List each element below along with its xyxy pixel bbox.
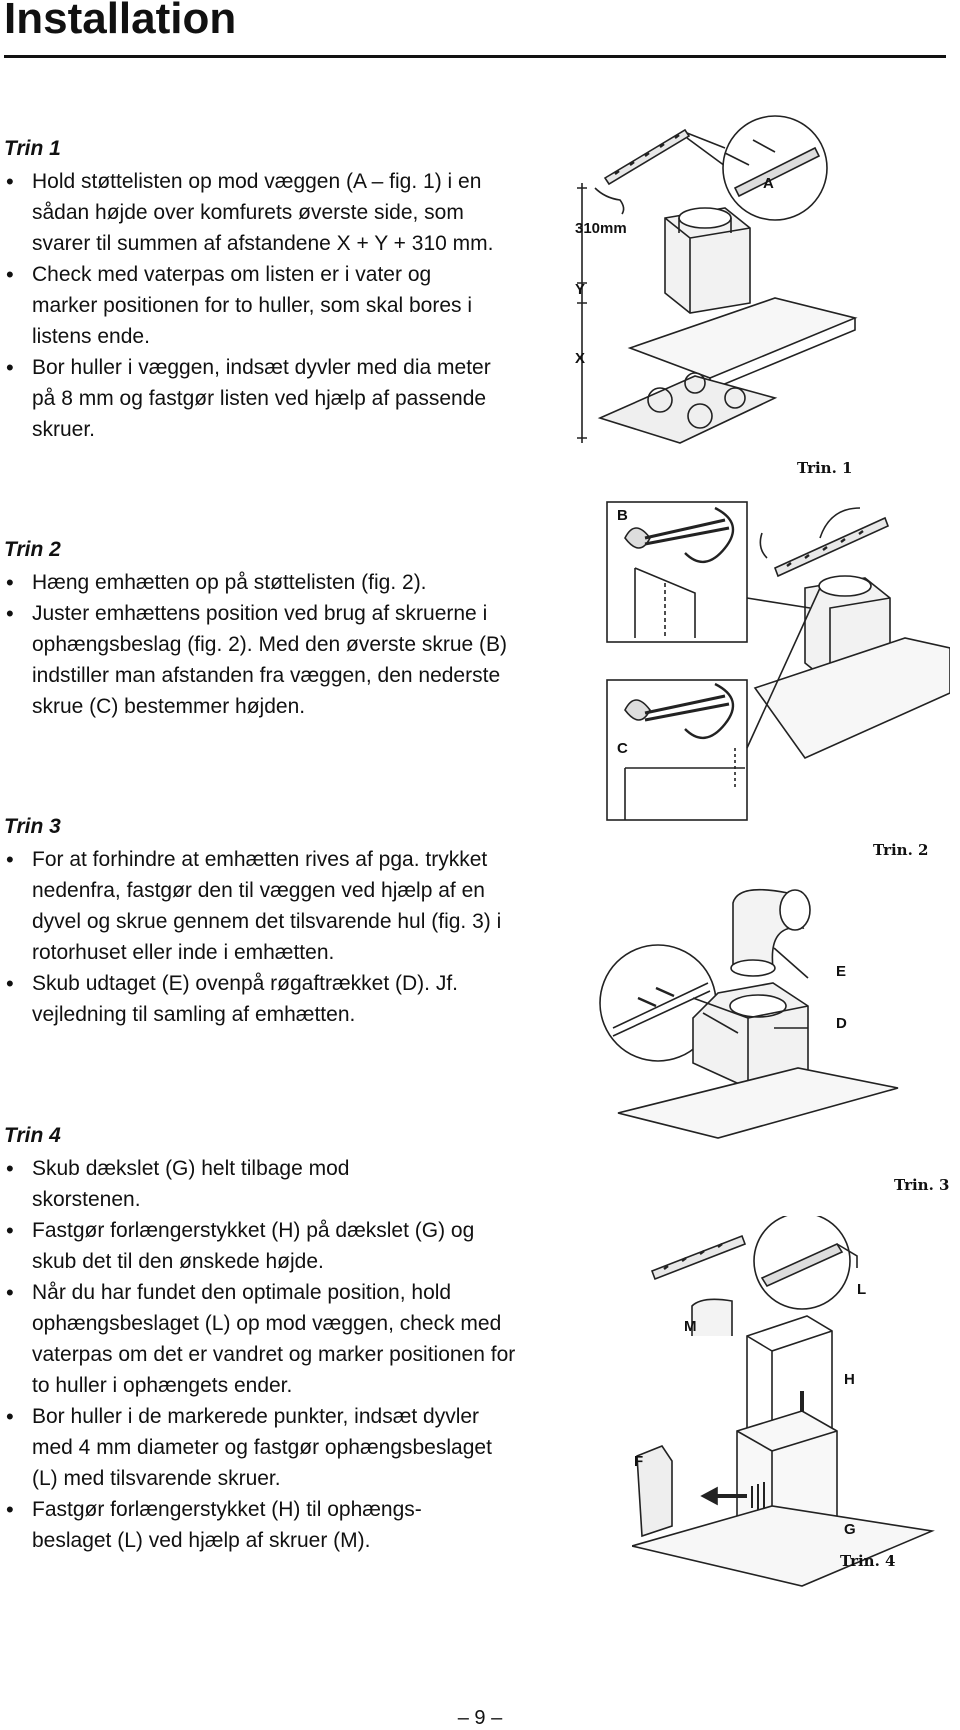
bullet-item: Når du har fundet den optimale position,… xyxy=(4,1277,522,1401)
label-b: B xyxy=(617,507,628,524)
label-g: G xyxy=(844,1521,856,1538)
label-c: C xyxy=(617,740,628,757)
step-heading: Trin 2 xyxy=(4,538,61,561)
bullet-item: Check med vaterpas om listen er i vater … xyxy=(4,259,502,352)
bullet-item: Skub dækslet (G) helt tilbage mod skorst… xyxy=(4,1153,452,1215)
bullet-item: Bor huller i væggen, indsæt dyvler med d… xyxy=(4,352,502,445)
step-bullets: For at forhindre at emhætten rives af pg… xyxy=(4,844,524,1030)
figure-trin-2: B C Trin. 2 xyxy=(605,498,950,868)
label-310mm: 310mm xyxy=(575,220,627,237)
step-3: Trin 3 For at forhindre at emhætten rive… xyxy=(4,814,524,1030)
page-title: Installation xyxy=(4,0,237,43)
step-2: Trin 2 Hæng emhætten op på støttelisten … xyxy=(4,537,524,722)
label-y: Y xyxy=(575,281,585,298)
hood-adjustment-illustration: B C Trin. 2 xyxy=(606,501,950,859)
figure-caption: Trin. 3 xyxy=(894,1176,949,1194)
figure-trin-3: E D Trin. 3 xyxy=(598,888,953,1198)
figure-trin-4: M L H F G Trin. 4 xyxy=(632,1216,942,1591)
label-x: X xyxy=(575,350,585,367)
figure-caption: Trin. 2 xyxy=(873,841,928,859)
step-4: Trin 4 Skub dækslet (G) helt tilbage mod… xyxy=(4,1123,524,1556)
label-d: D xyxy=(836,1015,847,1032)
bullet-item: Juster emhættens position ved brug af sk… xyxy=(4,598,512,722)
figure-caption: Trin. 1 xyxy=(797,459,852,477)
label-f: F xyxy=(634,1453,643,1470)
label-l: L xyxy=(857,1281,866,1298)
step-bullets: Skub dækslet (G) helt tilbage mod skorst… xyxy=(4,1153,524,1556)
label-h: H xyxy=(844,1371,855,1388)
step-heading: Trin 4 xyxy=(4,1124,61,1147)
step-bullets: Hæng emhætten op på støttelisten (fig. 2… xyxy=(4,567,524,722)
step-heading: Trin 3 xyxy=(4,815,61,838)
figure-trin-1: A 310mm Y X Trin. 1 xyxy=(575,108,875,488)
hob-hood-bracket-illustration: A 310mm Y X Trin. 1 xyxy=(575,115,858,477)
chimney-extension-illustration: M L H F G Trin. 4 xyxy=(632,1216,935,1587)
bullet-item: For at forhindre at emhætten rives af pg… xyxy=(4,844,510,968)
title-rule xyxy=(4,55,946,58)
bullet-item: Bor huller i de markerede punkter, indsæ… xyxy=(4,1401,522,1494)
bullet-item: Hæng emhætten op på støttelisten (fig. 2… xyxy=(4,567,512,598)
step-bullets: Hold støttelisten op mod væggen (A – fig… xyxy=(4,166,524,445)
step-heading: Trin 1 xyxy=(4,137,61,160)
label-a: A xyxy=(763,175,774,192)
bullet-item: Fastgør forlængerstykket (H) til ophængs… xyxy=(4,1494,462,1556)
label-m: M xyxy=(684,1318,697,1335)
hood-duct-illustration: E D Trin. 3 xyxy=(599,888,949,1194)
page-number: – 9 – xyxy=(457,1707,503,1729)
bullet-item: Skub udtaget (E) ovenpå røgaftrækket (D)… xyxy=(4,968,510,1030)
label-e: E xyxy=(836,963,846,980)
figure-caption: Trin. 4 xyxy=(840,1552,895,1570)
step-1: Trin 1 Hold støttelisten op mod væggen (… xyxy=(4,136,524,445)
bullet-item: Fastgør forlængerstykket (H) på dækslet … xyxy=(4,1215,502,1277)
bullet-item: Hold støttelisten op mod væggen (A – fig… xyxy=(4,166,502,259)
